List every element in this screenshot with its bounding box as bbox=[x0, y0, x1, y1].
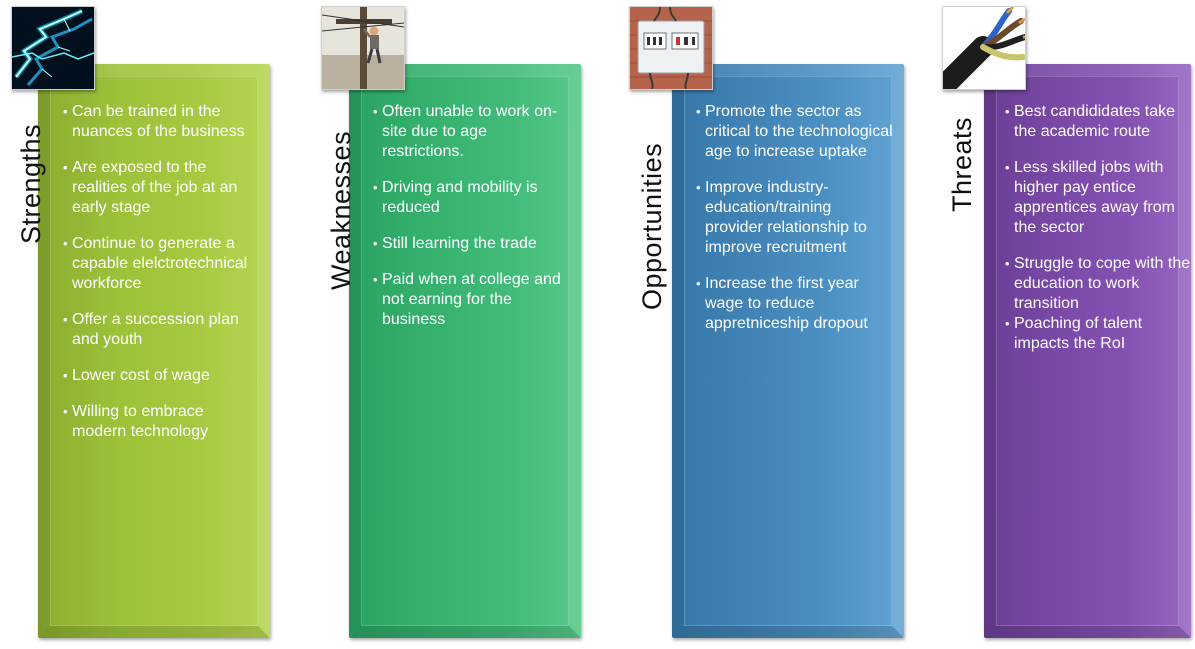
list-item: Best candididates take the academic rout… bbox=[1005, 102, 1191, 142]
list-item: Poaching of talent impacts the RoI bbox=[1005, 314, 1191, 354]
threats-heading: Threats bbox=[947, 116, 977, 212]
weaknesses-heading: Weaknesses bbox=[326, 130, 356, 290]
threats-list: Best candididates take the academic rout… bbox=[1005, 102, 1191, 354]
list-item: Still learning the trade bbox=[373, 234, 570, 254]
list-item: Lower cost of wage bbox=[63, 366, 260, 386]
list-item: Struggle to cope with the education to w… bbox=[1005, 254, 1191, 314]
list-item: Increase the first year wage to reduce a… bbox=[696, 274, 893, 334]
electric-plasma-icon bbox=[11, 6, 95, 90]
list-item: Often unable to work on-site due to age … bbox=[373, 102, 570, 162]
opportunities-list: Promote the sector as critical to the te… bbox=[696, 102, 893, 334]
list-item: Promote the sector as critical to the te… bbox=[696, 102, 893, 162]
strengths-heading: Strengths bbox=[16, 123, 46, 244]
list-item: Driving and mobility is reduced bbox=[373, 178, 570, 218]
list-item: Continue to generate a capable elelctrot… bbox=[63, 234, 260, 294]
list-item: Improve industry-education/training prov… bbox=[696, 178, 893, 258]
list-item: Less skilled jobs with higher pay entice… bbox=[1005, 158, 1191, 238]
list-item: Willing to embrace modern technology bbox=[63, 402, 260, 442]
list-item: Offer a succession plan and youth bbox=[63, 310, 260, 350]
list-item: Paid when at college and not earning for… bbox=[373, 270, 570, 330]
list-item: Can be trained in the nuances of the bus… bbox=[63, 102, 260, 142]
fuse-box-icon bbox=[629, 6, 713, 90]
cable-wires-icon bbox=[942, 6, 1026, 90]
list-item: Are exposed to the realities of the job … bbox=[63, 158, 260, 218]
strengths-list: Can be trained in the nuances of the bus… bbox=[63, 102, 260, 442]
weaknesses-list: Often unable to work on-site due to age … bbox=[373, 102, 570, 330]
lineman-on-pole-icon bbox=[321, 6, 405, 90]
opportunities-heading: Opportunities bbox=[637, 142, 667, 310]
